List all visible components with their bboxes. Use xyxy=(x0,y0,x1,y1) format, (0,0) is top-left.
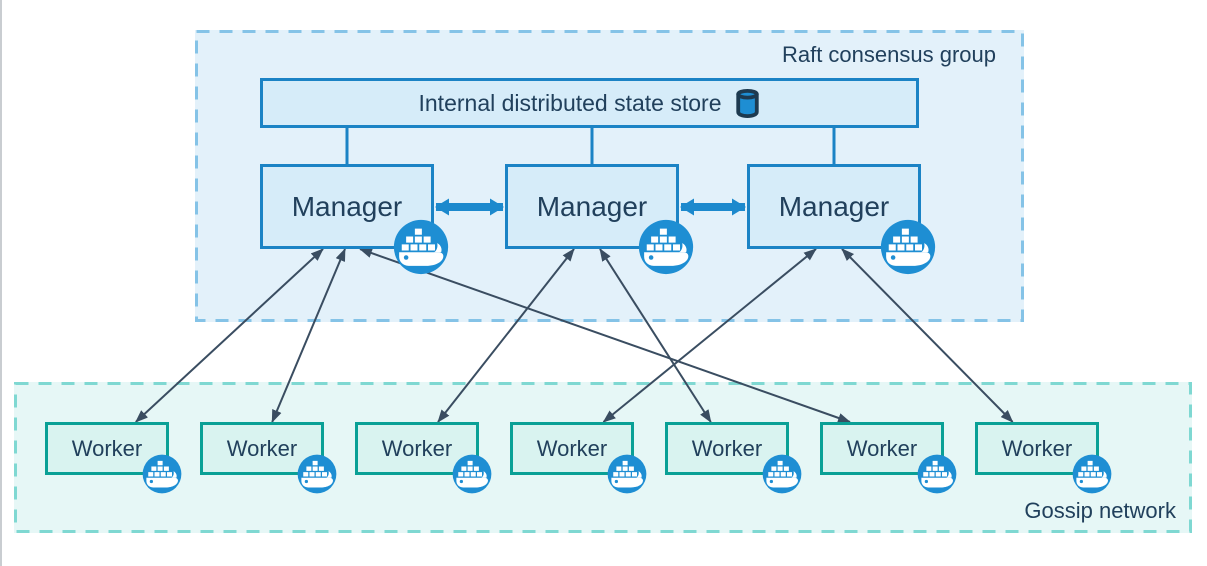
docker-whale-icon xyxy=(1072,454,1112,494)
raft-group-label: Raft consensus group xyxy=(781,42,996,67)
docker-whale-icon xyxy=(142,454,182,494)
worker-node: Worker xyxy=(200,422,337,494)
worker-node: Worker xyxy=(975,422,1112,494)
worker-label: Worker xyxy=(691,435,763,461)
worker-label: Worker xyxy=(1001,435,1073,461)
raft-consensus-group: Raft consensus group Internal distribute… xyxy=(195,30,1024,322)
gossip-network-group: Worker Worker xyxy=(14,382,1192,533)
docker-whale-icon xyxy=(638,219,694,275)
gossip-network-label: Gossip network xyxy=(1024,498,1176,523)
docker-whale-icon xyxy=(880,219,936,275)
worker-node: Worker xyxy=(45,422,182,494)
worker-node: Worker xyxy=(355,422,492,494)
docker-whale-icon xyxy=(393,219,449,275)
worker-node: Worker xyxy=(510,422,647,494)
docker-whale-icon xyxy=(297,454,337,494)
state-store-box: Internal distributed state store xyxy=(260,78,919,128)
docker-whale-icon xyxy=(607,454,647,494)
manager-label: Manager xyxy=(536,190,648,222)
manager-node: Manager xyxy=(505,164,694,275)
docker-whale-icon xyxy=(917,454,957,494)
manager-node: Manager xyxy=(260,164,449,275)
docker-whale-icon xyxy=(762,454,802,494)
database-cylinder-icon xyxy=(734,87,761,120)
worker-label: Worker xyxy=(71,435,143,461)
worker-label: Worker xyxy=(381,435,453,461)
manager-node: Manager xyxy=(747,164,936,275)
docker-whale-icon xyxy=(452,454,492,494)
worker-node: Worker xyxy=(820,422,957,494)
manager-label: Manager xyxy=(291,190,403,222)
worker-label: Worker xyxy=(226,435,298,461)
state-store-label: Internal distributed state store xyxy=(418,89,722,116)
worker-label: Worker xyxy=(846,435,918,461)
worker-node: Worker xyxy=(665,422,802,494)
manager-label: Manager xyxy=(778,190,890,222)
worker-label: Worker xyxy=(536,435,608,461)
